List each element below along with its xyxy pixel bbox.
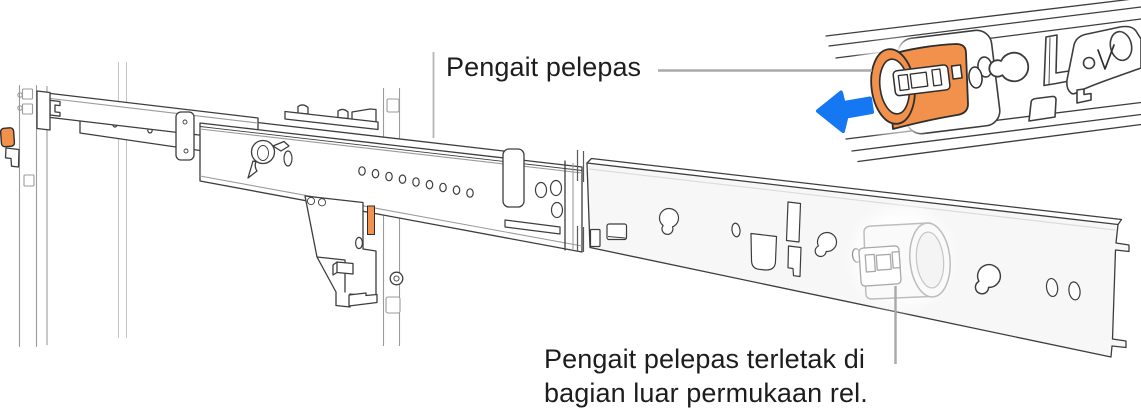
rail-hole-row	[358, 166, 474, 198]
rail-outer-panel	[586, 157, 1130, 358]
rack-post-right	[576, 150, 585, 252]
slide-rail-assembly	[36, 90, 583, 253]
detail-view	[816, 0, 1141, 163]
callout-label-latch-location: Pengait pelepas terletak di bagian luar …	[544, 342, 868, 410]
latch-indicator-strip	[367, 205, 375, 235]
callout-label-release-latch: Pengait pelepas	[446, 52, 642, 82]
latch-pin	[968, 66, 983, 89]
release-latch-detail	[870, 43, 983, 130]
latch-arrow-mark	[1097, 44, 1115, 70]
latch-location-line1: Pengait pelepas terletak di	[544, 344, 865, 374]
latch-location-line2: bagian luar permukaan rel.	[544, 378, 868, 408]
latch-hook-piece	[4, 147, 20, 168]
rail-mounting-bracket	[304, 195, 404, 308]
release-latch-ghost	[858, 222, 951, 300]
callout-lines	[432, 52, 897, 364]
front-latch-tab	[0, 127, 16, 148]
slide-direction-arrow-icon	[816, 90, 874, 133]
